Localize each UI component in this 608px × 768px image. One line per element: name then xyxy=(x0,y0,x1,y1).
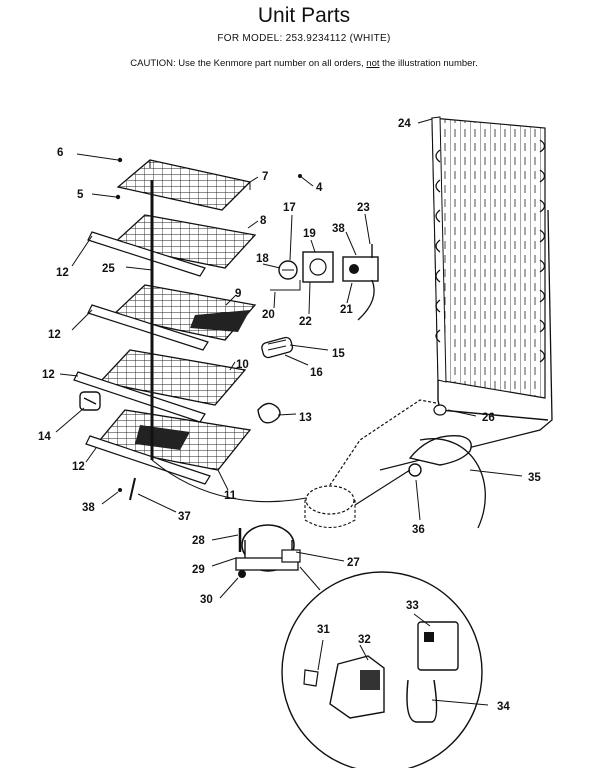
leader-lines xyxy=(55,118,523,706)
callout-26: 26 xyxy=(482,412,495,424)
caution-note: CAUTION: Use the Kenmore part number on … xyxy=(0,58,608,69)
callout-32: 32 xyxy=(358,634,371,646)
callout-12-b: 12 xyxy=(48,329,61,341)
callout-20: 20 xyxy=(262,309,275,321)
callout-16: 16 xyxy=(310,367,323,379)
callout-34: 34 xyxy=(497,701,510,713)
callout-19: 19 xyxy=(303,228,316,240)
callout-5: 5 xyxy=(77,189,84,201)
callout-8: 8 xyxy=(260,215,267,227)
callout-4: 4 xyxy=(316,182,323,194)
callout-7: 7 xyxy=(262,171,268,183)
callout-18: 18 xyxy=(256,253,269,265)
callout-29: 29 xyxy=(192,564,205,576)
model-subtitle: FOR MODEL: 253.9234112 (WHITE) xyxy=(217,33,391,44)
callout-14: 14 xyxy=(38,431,51,443)
callout-38-lower: 38 xyxy=(82,502,95,514)
callout-22: 22 xyxy=(299,316,312,328)
callout-9: 9 xyxy=(235,288,241,300)
callout-37: 37 xyxy=(178,511,191,523)
callout-23: 23 xyxy=(357,202,370,214)
callout-15: 15 xyxy=(332,348,345,360)
shelf-7 xyxy=(116,159,252,211)
fan-assembly-35 xyxy=(408,434,486,529)
callout-10: 10 xyxy=(236,359,249,371)
callout-30: 30 xyxy=(200,594,213,606)
callout-17: 17 xyxy=(283,202,296,214)
page-title: Unit Parts xyxy=(257,4,351,27)
callout-6: 6 xyxy=(57,147,63,159)
callout-12-a: 12 xyxy=(56,267,69,279)
socket-15 xyxy=(261,336,294,359)
bracket-13 xyxy=(257,402,281,424)
bracket-14 xyxy=(79,391,101,411)
callout-33: 33 xyxy=(406,600,419,612)
callout-24: 24 xyxy=(398,118,411,130)
callout-21: 21 xyxy=(340,304,353,316)
callout-38-upper: 38 xyxy=(332,223,345,235)
shelf-8 xyxy=(87,214,257,277)
detail-circle xyxy=(281,566,483,768)
caution-prefix: CAUTION: Use the Kenmore part number on … xyxy=(130,58,367,69)
callout-25: 25 xyxy=(102,263,115,275)
control-assembly xyxy=(270,244,379,321)
callout-27: 27 xyxy=(347,557,360,569)
shelf-9 xyxy=(87,284,257,351)
callout-28: 28 xyxy=(192,535,205,547)
condenser-coil xyxy=(329,116,553,486)
callout-31: 31 xyxy=(317,624,330,636)
callout-35: 35 xyxy=(528,472,541,484)
caution-emphasis: not xyxy=(366,58,380,69)
callout-12-d: 12 xyxy=(72,461,85,473)
compressor xyxy=(235,469,411,578)
caution-suffix: the illustration number. xyxy=(379,58,478,69)
callout-13: 13 xyxy=(299,412,312,424)
callout-12-c: 12 xyxy=(42,369,55,381)
callout-36: 36 xyxy=(412,524,425,536)
callout-11: 11 xyxy=(224,490,237,502)
shelf-11 xyxy=(85,409,252,485)
shelf-10 xyxy=(73,349,247,423)
